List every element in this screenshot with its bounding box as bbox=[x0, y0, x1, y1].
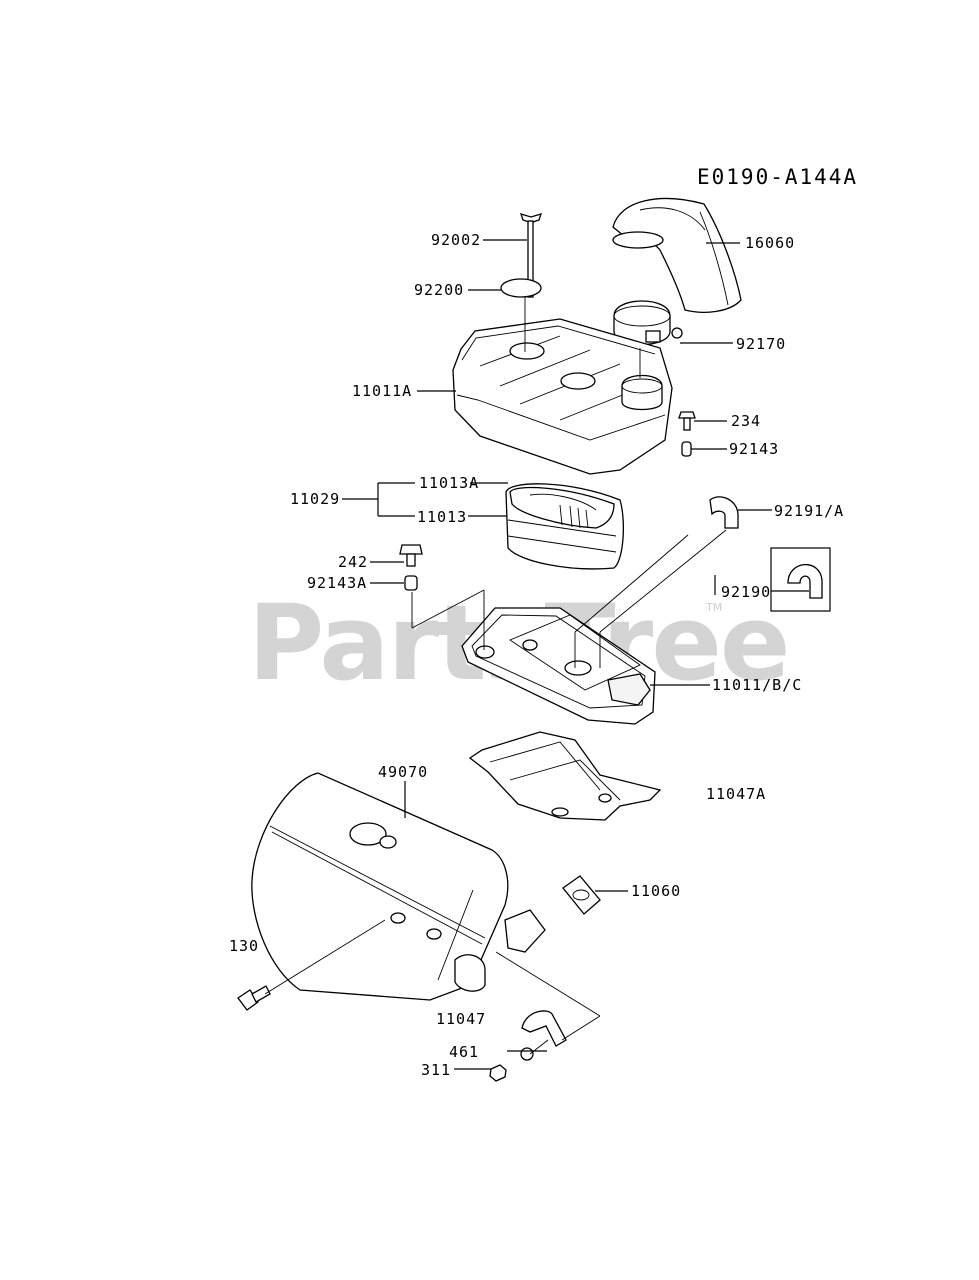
watermark-trademark: TM bbox=[706, 601, 723, 614]
callout-16060[interactable]: 16060 bbox=[745, 234, 796, 252]
part-11011BC-base-plate[interactable] bbox=[461, 607, 656, 725]
part-311-nut[interactable] bbox=[489, 1064, 507, 1082]
callout-11047A[interactable]: 11047A bbox=[706, 785, 767, 803]
part-92143-collar[interactable] bbox=[681, 441, 692, 457]
callout-92200[interactable]: 92200 bbox=[414, 281, 465, 299]
callout-92002[interactable]: 92002 bbox=[431, 231, 482, 249]
callout-130[interactable]: 130 bbox=[229, 937, 260, 955]
part-11011A-cleaner-cover[interactable] bbox=[452, 318, 673, 475]
leader-lines bbox=[342, 239, 809, 1070]
part-11013-filter-element[interactable] bbox=[505, 483, 624, 570]
part-92002-wing-bolt[interactable] bbox=[519, 213, 543, 298]
part-11047-bracket[interactable] bbox=[521, 1010, 567, 1047]
callout-92190[interactable]: 92190 bbox=[721, 583, 772, 601]
part-92191A-hose[interactable] bbox=[709, 496, 739, 529]
part-130-bolt[interactable] bbox=[237, 985, 271, 1011]
callout-11060[interactable]: 11060 bbox=[631, 882, 682, 900]
diagram-code: E0190-A144A bbox=[697, 165, 859, 189]
part-234-bolt[interactable] bbox=[678, 411, 696, 431]
part-11047A-heat-shield[interactable] bbox=[468, 731, 662, 821]
part-49070-muffler[interactable] bbox=[251, 772, 546, 1001]
part-92170-clamp[interactable] bbox=[613, 300, 683, 346]
callout-11011BC[interactable]: 11011/B/C bbox=[712, 676, 803, 694]
part-11060-gasket[interactable] bbox=[562, 875, 601, 915]
part-92190-hose-box[interactable] bbox=[770, 547, 831, 612]
part-242-bolt[interactable] bbox=[399, 544, 423, 567]
callout-11029[interactable]: 11029 bbox=[290, 490, 341, 508]
callout-234[interactable]: 234 bbox=[731, 412, 762, 430]
callout-49070[interactable]: 49070 bbox=[378, 763, 429, 781]
callout-461[interactable]: 461 bbox=[449, 1043, 480, 1061]
callout-92191A[interactable]: 92191/A bbox=[774, 502, 845, 520]
callout-11047[interactable]: 11047 bbox=[436, 1010, 487, 1028]
callout-11013[interactable]: 11013 bbox=[417, 508, 468, 526]
callout-242[interactable]: 242 bbox=[338, 553, 369, 571]
callout-311[interactable]: 311 bbox=[421, 1061, 452, 1079]
callout-92143[interactable]: 92143 bbox=[729, 440, 780, 458]
part-92200-washer[interactable] bbox=[500, 278, 542, 298]
assembly-guide-lines bbox=[264, 296, 727, 1055]
callout-11013A[interactable]: 11013A bbox=[419, 474, 480, 492]
part-461-washer[interactable] bbox=[520, 1047, 534, 1061]
part-16060-elbow-duct[interactable] bbox=[612, 197, 742, 313]
callout-92143A[interactable]: 92143A bbox=[307, 574, 368, 592]
part-92143A-collar[interactable] bbox=[404, 575, 418, 591]
callout-92170[interactable]: 92170 bbox=[736, 335, 787, 353]
callout-11011A[interactable]: 11011A bbox=[352, 382, 413, 400]
